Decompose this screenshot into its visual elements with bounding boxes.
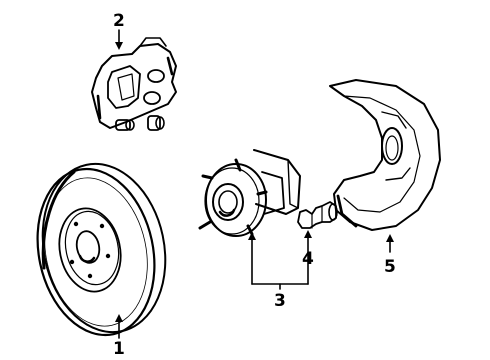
callout-label-4: 4 xyxy=(302,249,314,269)
callout-label-1: 1 xyxy=(113,339,125,359)
callout-label-3: 3 xyxy=(274,291,286,311)
callout-4: 4 xyxy=(302,230,314,285)
splash-shield-icon xyxy=(329,79,441,231)
callout-3: 3 xyxy=(248,232,309,311)
callout-1: 1 xyxy=(113,314,125,359)
callout-label-2: 2 xyxy=(113,11,125,31)
callout-label-5: 5 xyxy=(384,257,396,277)
callout-2: 2 xyxy=(113,11,125,50)
brake-rotor-icon xyxy=(36,162,167,337)
brake-caliper-icon xyxy=(91,37,177,131)
wheel-hub-icon xyxy=(198,149,301,237)
callout-5: 5 xyxy=(384,234,396,277)
abs-sensor-icon xyxy=(297,201,338,229)
